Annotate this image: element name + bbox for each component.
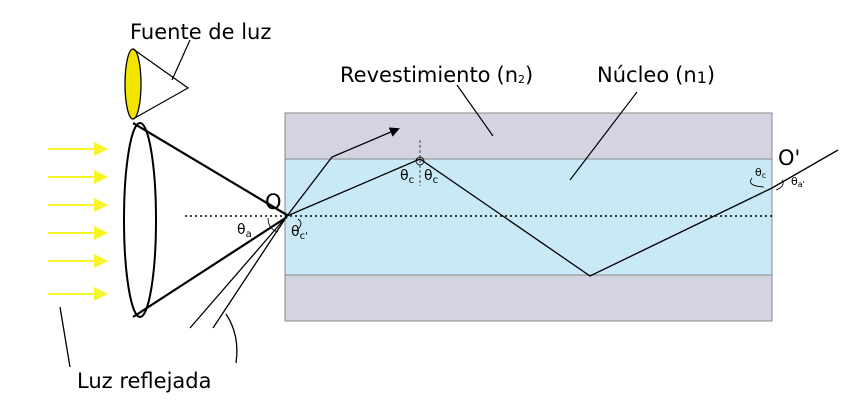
theta-c-prime-arc — [297, 218, 302, 230]
theta-c-end-arc — [750, 177, 765, 188]
light-source-lens — [124, 48, 142, 120]
point-o-label: O — [265, 190, 282, 214]
theta-a-prime-label: θa' — [791, 175, 805, 189]
cladding-bottom — [284, 274, 773, 322]
core-pointer — [569, 91, 638, 181]
theta-a-label: θa — [237, 222, 252, 240]
point-o-prime-label: O' — [778, 146, 800, 170]
reflected-pointer-right — [225, 313, 238, 364]
cladding-label: Revestimiento(n2) — [340, 63, 533, 87]
focusing-lens — [123, 122, 157, 318]
cone-upper — [132, 122, 288, 216]
theta-c-left-label: θc — [400, 168, 414, 186]
reflected-pointer-left — [59, 306, 71, 368]
theta-a-arc — [267, 217, 279, 233]
incoming-light-arrows — [48, 142, 108, 301]
fiber-core — [284, 158, 773, 276]
theta-a-prime-arc — [775, 179, 784, 191]
theta-c-end-label: θc — [755, 166, 766, 180]
reflection-angle-mark — [415, 156, 425, 166]
cladding-pointer — [456, 84, 494, 137]
light-source-cone — [132, 48, 190, 120]
theta-c-prime-label: θc' — [291, 224, 308, 242]
core-label: Núcleo(n1) — [597, 63, 715, 87]
light-source-pointer — [171, 39, 191, 81]
theta-c-right-label: θc — [424, 168, 438, 186]
guided-ray — [286, 149, 839, 277]
light-source-label: Fuente de luz — [130, 20, 271, 44]
reflected-ray-1 — [189, 215, 288, 329]
reflected-light-label: Luz reflejada — [77, 369, 211, 393]
escaping-ray — [286, 127, 400, 217]
cone-lower — [132, 216, 288, 318]
reflected-ray-2 — [212, 215, 288, 329]
cladding-top — [284, 112, 773, 160]
